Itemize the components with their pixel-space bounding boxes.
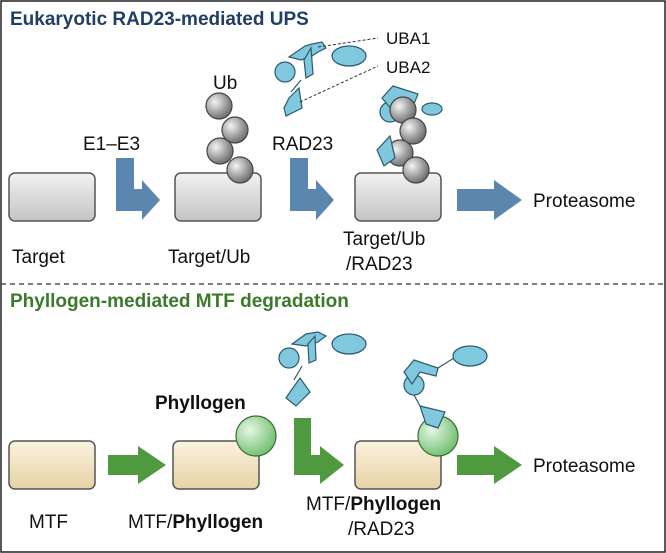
complex-uba-domain xyxy=(376,134,396,167)
mtf-box xyxy=(8,440,96,490)
mtf-phyllogen-label: MTF/Phyllogen xyxy=(128,512,263,533)
uba1-domain xyxy=(331,45,367,67)
ub-label: Ub xyxy=(213,73,237,94)
complex-uba2-bottom xyxy=(419,405,446,429)
uba1-label: UBA1 xyxy=(386,29,430,48)
uba1-leader-line xyxy=(317,37,379,48)
phyllogen-label: Phyllogen xyxy=(155,393,246,414)
target-box xyxy=(8,172,96,222)
rad23-bracket xyxy=(303,46,314,79)
rad23-ubl-domain-bottom xyxy=(278,347,300,369)
target-ub-label: Target/Ub xyxy=(168,247,250,268)
rad23-ubl-domain xyxy=(274,61,296,83)
uba1-domain-bottom xyxy=(331,333,367,355)
bottom-section-title: Phyllogen-mediated MTF degradation xyxy=(10,291,349,312)
rad23-linker-lower xyxy=(290,79,302,93)
e1-e3-label: E1–E3 xyxy=(83,134,140,155)
target-ub-box xyxy=(174,172,262,222)
target-label: Target xyxy=(12,247,66,268)
mtf-complex-box xyxy=(354,440,442,490)
top-section-title: Eukaryotic RAD23-mediated UPS xyxy=(10,9,309,30)
rad23-linker-upper-bottom xyxy=(290,331,328,347)
complex-label-line1: Target/Ub xyxy=(343,229,425,250)
complex-target-box xyxy=(354,172,442,222)
proteasome-label-top: Proteasome xyxy=(533,191,635,212)
complex-ubiquitin-2 xyxy=(399,117,427,145)
mtf-phyllogen-label-bold: Phyllogen xyxy=(172,512,263,533)
green-arrow-rad23-binding xyxy=(294,418,344,484)
blue-arrow-ubiquitination xyxy=(116,158,160,220)
complex-bottom-label-prefix: MTF/ xyxy=(306,494,351,515)
complex-linker-bottom xyxy=(437,357,455,369)
complex-bottom-label-line2: /RAD23 xyxy=(348,519,415,540)
ubiquitin-3 xyxy=(206,137,234,165)
blue-arrow-rad23-binding xyxy=(290,158,334,220)
complex-uba1-bottom xyxy=(452,345,488,367)
phyllogen-protein xyxy=(235,415,277,457)
green-arrow-phyllogen-binding xyxy=(108,446,166,484)
complex-label-line2: /RAD23 xyxy=(346,254,413,275)
complex-uba1-domain xyxy=(421,102,443,116)
uba2-domain xyxy=(283,86,303,117)
blue-arrow-to-proteasome xyxy=(457,180,522,220)
rad23-label: RAD23 xyxy=(272,134,333,155)
proteasome-label-bottom: Proteasome xyxy=(533,456,635,477)
rad23-bracket-bottom xyxy=(307,334,317,364)
ubiquitin-4 xyxy=(226,156,254,184)
complex-rad23-top-bottom xyxy=(403,359,439,386)
rad23-linker-lower-bottom xyxy=(293,365,303,381)
complex-linker-lower-bottom xyxy=(413,394,421,407)
complex-bottom-label-line1: MTF/Phyllogen xyxy=(306,494,441,515)
uba2-leader-line xyxy=(299,65,379,103)
mtf-phyllogen-label-prefix: MTF/ xyxy=(128,512,173,533)
ubiquitin-2 xyxy=(221,116,249,144)
ubiquitin-1 xyxy=(205,92,233,120)
uba2-domain-bottom xyxy=(285,376,311,407)
complex-ubiquitin-4 xyxy=(402,156,430,184)
green-arrow-to-proteasome xyxy=(457,446,522,484)
mtf-phyllogen-box xyxy=(172,440,260,490)
complex-bottom-label-bold: Phyllogen xyxy=(350,494,441,515)
uba2-label: UBA2 xyxy=(386,58,430,77)
mtf-label: MTF xyxy=(29,512,68,533)
